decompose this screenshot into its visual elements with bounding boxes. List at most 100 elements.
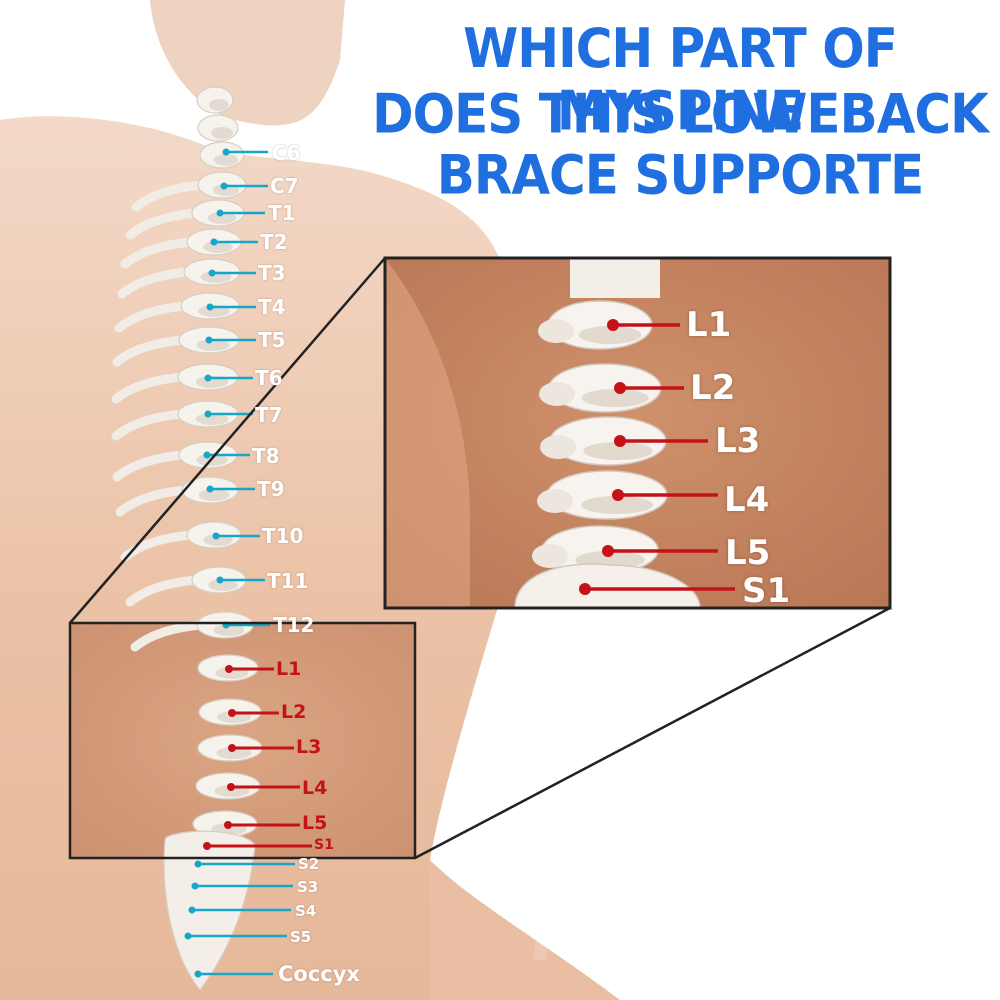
title-line-2: DOES THIS LOWEBACK xyxy=(372,82,989,146)
rib xyxy=(130,620,206,652)
label-t2: T2 xyxy=(260,230,288,254)
zoom-label-l3: L3 xyxy=(715,421,761,461)
label-l1: L1 xyxy=(276,658,302,680)
rib xyxy=(111,409,187,441)
label-t1: T1 xyxy=(268,201,296,225)
marker-dot xyxy=(228,709,236,717)
zoom-label-s1: S1 xyxy=(742,571,791,611)
zoom-panel-frame xyxy=(383,256,892,610)
connector-line-top xyxy=(69,257,386,624)
marker-dot xyxy=(188,906,196,914)
label-s3: S3 xyxy=(297,878,319,896)
marker-dot xyxy=(203,451,211,459)
zoom-marker-dot xyxy=(614,435,626,447)
title-line-1: WHICH PART OF MYSPINE xyxy=(463,17,898,143)
label-c6: C6 xyxy=(272,141,301,165)
marker-dot xyxy=(216,209,224,217)
label-t4: T4 xyxy=(258,295,286,319)
vertebra-shadow xyxy=(213,624,245,636)
zoom-process xyxy=(540,435,576,459)
zoom-marker-dot xyxy=(579,583,591,595)
zoom-marker-dot xyxy=(602,545,614,557)
zoom-label-l1: L1 xyxy=(686,305,732,345)
rib xyxy=(112,450,188,482)
vertebra-shadow xyxy=(195,413,229,425)
marker-dot xyxy=(194,970,202,978)
marker-dot xyxy=(206,485,214,493)
zoom-process xyxy=(538,319,574,343)
label-t8: T8 xyxy=(252,444,280,468)
label-s1: S1 xyxy=(314,837,334,853)
rib xyxy=(125,208,201,240)
vertebra-shadow xyxy=(213,154,239,166)
label-t11: T11 xyxy=(267,569,309,593)
rib xyxy=(120,237,196,269)
zoom-vertebra-shadow xyxy=(581,496,653,514)
marker-dot xyxy=(194,860,202,868)
zoom-marker-dot xyxy=(614,382,626,394)
vertebra-shadow xyxy=(203,241,233,253)
label-t10: T10 xyxy=(262,524,304,548)
rib xyxy=(111,372,187,404)
zoom-spine xyxy=(514,258,701,609)
marker-dot xyxy=(225,665,233,673)
marker-dot xyxy=(210,238,218,246)
zoom-sacrum xyxy=(514,563,701,609)
label-coccyx: Coccyx xyxy=(278,962,360,986)
label-l2: L2 xyxy=(281,701,307,723)
marker-dot xyxy=(224,821,232,829)
vertebra-shadow xyxy=(208,579,238,591)
label-l3: L3 xyxy=(296,736,322,758)
zoom-label-l5: L5 xyxy=(725,533,771,573)
body-silhouette xyxy=(150,0,345,126)
marker-dot xyxy=(203,842,211,850)
label-s2: S2 xyxy=(298,855,320,873)
zoom-marker-dot xyxy=(612,489,624,501)
watermark: TIKE xyxy=(520,895,696,977)
vertebra-shadow xyxy=(198,489,230,501)
marker-dot xyxy=(206,303,214,311)
marker-dot xyxy=(220,182,228,190)
label-t7: T7 xyxy=(255,403,283,427)
zoom-vertebra-shadow xyxy=(578,326,642,344)
label-t9: T9 xyxy=(257,477,285,501)
label-t3: T3 xyxy=(258,261,286,285)
zoom-label-l2: L2 xyxy=(690,368,736,408)
connector-line-bottom xyxy=(414,606,891,860)
zoom-process xyxy=(532,544,568,568)
label-l4: L4 xyxy=(302,777,328,799)
zoom-process xyxy=(539,382,575,406)
vertebra-shadow xyxy=(211,127,233,139)
rib xyxy=(115,485,191,517)
rib xyxy=(117,267,193,299)
zoom-vertebra-top xyxy=(570,258,660,298)
zoom-process xyxy=(537,489,573,513)
vertebra-markers xyxy=(184,148,312,978)
zoom-label-l4: L4 xyxy=(724,480,770,520)
marker-dot xyxy=(208,269,216,277)
label-l5: L5 xyxy=(302,812,328,834)
rib xyxy=(112,335,188,367)
zoom-vertebra-shadow xyxy=(583,442,653,460)
label-t5: T5 xyxy=(258,328,286,352)
label-s4: S4 xyxy=(295,902,317,920)
marker-dot xyxy=(184,932,192,940)
marker-dot xyxy=(191,882,199,890)
zoom-vertebra-shadow xyxy=(581,389,649,407)
marker-dot xyxy=(205,336,213,344)
title-line-3: BRACE SUPPORTE xyxy=(436,143,925,207)
vertebra-shadow xyxy=(207,212,237,224)
marker-dot xyxy=(216,576,224,584)
rib xyxy=(125,575,201,607)
lumbar-highlight-box xyxy=(68,621,417,860)
marker-dot xyxy=(204,410,212,418)
label-s5: S5 xyxy=(290,928,312,946)
zoom-marker-dot xyxy=(607,319,619,331)
label-t12: T12 xyxy=(273,613,315,637)
vertebra-shadow xyxy=(216,747,252,759)
vertebra-shadow xyxy=(196,339,230,351)
marker-dot xyxy=(212,532,220,540)
label-c7: C7 xyxy=(270,174,299,198)
